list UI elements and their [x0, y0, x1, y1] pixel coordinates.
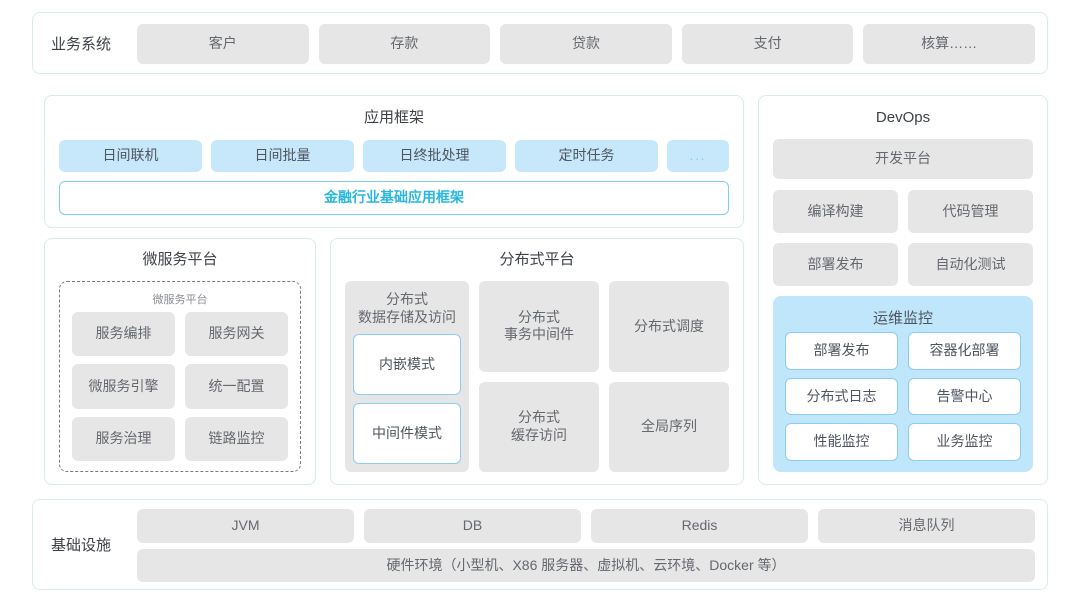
- business-item-accounting[interactable]: 核算……: [863, 24, 1035, 64]
- app-framework-base[interactable]: 金融行业基础应用框架: [59, 181, 729, 215]
- app-framework-item-online[interactable]: 日间联机: [59, 140, 202, 172]
- micro-item-microservice-engine[interactable]: 微服务引擎: [72, 364, 175, 409]
- infra-item-redis[interactable]: Redis: [591, 509, 808, 543]
- cell-line2: 缓存访问: [511, 426, 567, 443]
- app-framework-more-icon[interactable]: ...: [667, 140, 729, 172]
- distributed-platform-body: 分布式 数据存储及访问 内嵌模式 中间件模式 分布式 事务中间件 分布式调度: [345, 281, 729, 472]
- infrastructure-hardware[interactable]: 硬件环境（小型机、X86 服务器、虚拟机、云环境、Docker 等）: [137, 549, 1035, 582]
- micro-service-platform-items: 服务编排 服务网关 微服务引擎 统一配置 服务治理 链路监控: [72, 312, 288, 461]
- devops-item-code-management[interactable]: 代码管理: [908, 190, 1033, 233]
- micro-item-service-gateway[interactable]: 服务网关: [185, 312, 288, 357]
- distributed-platform-title: 分布式平台: [499, 251, 575, 268]
- distributed-platform-cells: 分布式 事务中间件 分布式调度 分布式 缓存访问 全局序列: [479, 281, 729, 472]
- ops-item-deploy-release[interactable]: 部署发布: [785, 332, 898, 370]
- devops-item-compile-build[interactable]: 编译构建: [773, 190, 898, 233]
- micro-item-service-orchestration[interactable]: 服务编排: [72, 312, 175, 357]
- app-framework-item-eod-batch[interactable]: 日终批处理: [363, 140, 506, 172]
- distributed-cell-scheduling[interactable]: 分布式调度: [609, 281, 729, 372]
- micro-service-platform-title: 微服务平台: [142, 251, 218, 268]
- devops-panel: DevOps 开发平台 编译构建 代码管理 部署发布 自动化测试 运维监控 部署…: [758, 95, 1048, 485]
- ops-monitoring-section: 运维监控 部署发布 容器化部署 分布式日志 告警中心 性能监控 业务监控: [773, 296, 1033, 472]
- infrastructure-panel: 基础设施 JVM DB Redis 消息队列 硬件环境（小型机、X86 服务器、…: [32, 499, 1048, 590]
- distributed-cell-transaction-middleware[interactable]: 分布式 事务中间件: [479, 281, 599, 372]
- storage-mode-embedded[interactable]: 内嵌模式: [353, 334, 461, 395]
- micro-item-service-governance[interactable]: 服务治理: [72, 416, 175, 461]
- infrastructure-items: JVM DB Redis 消息队列: [137, 509, 1035, 543]
- business-item-customer[interactable]: 客户: [137, 24, 309, 64]
- devops-dev-platform[interactable]: 开发平台: [773, 139, 1033, 179]
- ops-item-container-deploy[interactable]: 容器化部署: [908, 332, 1021, 370]
- micro-service-platform-panel: 微服务平台 微服务平台 服务编排 服务网关 微服务引擎 统一配置 服务治理 链路…: [44, 238, 316, 485]
- app-framework-panel: 应用框架 日间联机 日间批量 日终批处理 定时任务 ... 金融行业基础应用框架: [44, 95, 744, 228]
- cell-line1: 分布式: [518, 308, 560, 325]
- business-item-payment[interactable]: 支付: [681, 24, 854, 64]
- micro-item-unified-config[interactable]: 统一配置: [185, 364, 288, 409]
- ops-item-alert-center[interactable]: 告警中心: [908, 377, 1021, 416]
- distributed-cell-global-sequence[interactable]: 全局序列: [609, 381, 729, 472]
- distributed-storage-title-line2: 数据存储及访问: [358, 308, 456, 325]
- devops-item-deploy-release[interactable]: 部署发布: [773, 243, 898, 286]
- distributed-platform-panel: 分布式平台 分布式 数据存储及访问 内嵌模式 中间件模式 分布式 事务中间件: [330, 238, 744, 485]
- micro-service-platform-inner-box: 微服务平台 服务编排 服务网关 微服务引擎 统一配置 服务治理 链路监控: [59, 281, 301, 472]
- devops-items: 编译构建 代码管理 部署发布 自动化测试: [773, 190, 1033, 286]
- distributed-storage-card[interactable]: 分布式 数据存储及访问 内嵌模式 中间件模式: [345, 281, 469, 472]
- infra-item-message-queue[interactable]: 消息队列: [818, 509, 1035, 543]
- business-system-items: 客户 存款 贷款 支付 核算……: [137, 24, 1035, 64]
- infra-item-db[interactable]: DB: [364, 509, 581, 543]
- micro-service-platform-inner-label: 微服务平台: [152, 294, 208, 306]
- micro-item-link-monitoring[interactable]: 链路监控: [185, 416, 288, 461]
- app-framework-title: 应用框架: [363, 109, 424, 126]
- ops-item-business-monitor[interactable]: 业务监控: [908, 423, 1021, 461]
- app-framework-item-batch[interactable]: 日间批量: [211, 140, 354, 172]
- infrastructure-label: 基础设施: [51, 537, 112, 554]
- cell-line2: 事务中间件: [504, 326, 574, 343]
- app-framework-items: 日间联机 日间批量 日终批处理 定时任务 ...: [59, 140, 729, 172]
- devops-title: DevOps: [875, 109, 931, 126]
- storage-mode-middleware[interactable]: 中间件模式: [353, 403, 461, 464]
- devops-item-automated-testing[interactable]: 自动化测试: [908, 243, 1033, 286]
- business-item-deposit[interactable]: 存款: [318, 24, 491, 64]
- app-framework-item-scheduled-task[interactable]: 定时任务: [515, 140, 658, 172]
- infra-item-jvm[interactable]: JVM: [137, 509, 354, 543]
- business-system-panel: 业务系统 客户 存款 贷款 支付 核算……: [32, 12, 1048, 74]
- ops-monitoring-items: 部署发布 容器化部署 分布式日志 告警中心 性能监控 业务监控: [785, 332, 1021, 461]
- business-item-loan[interactable]: 贷款: [500, 24, 672, 64]
- distributed-cell-cache-access[interactable]: 分布式 缓存访问: [479, 381, 599, 472]
- distributed-storage-modes: 内嵌模式 中间件模式: [353, 334, 461, 464]
- ops-monitoring-title: 运维监控: [872, 310, 933, 327]
- ops-item-performance-monitor[interactable]: 性能监控: [785, 423, 898, 461]
- distributed-storage-title: 分布式 数据存储及访问: [353, 291, 461, 326]
- business-system-label: 业务系统: [51, 35, 112, 53]
- distributed-storage-title-line1: 分布式: [386, 291, 428, 307]
- cell-line1: 分布式: [518, 409, 560, 426]
- ops-item-distributed-log[interactable]: 分布式日志: [785, 377, 898, 416]
